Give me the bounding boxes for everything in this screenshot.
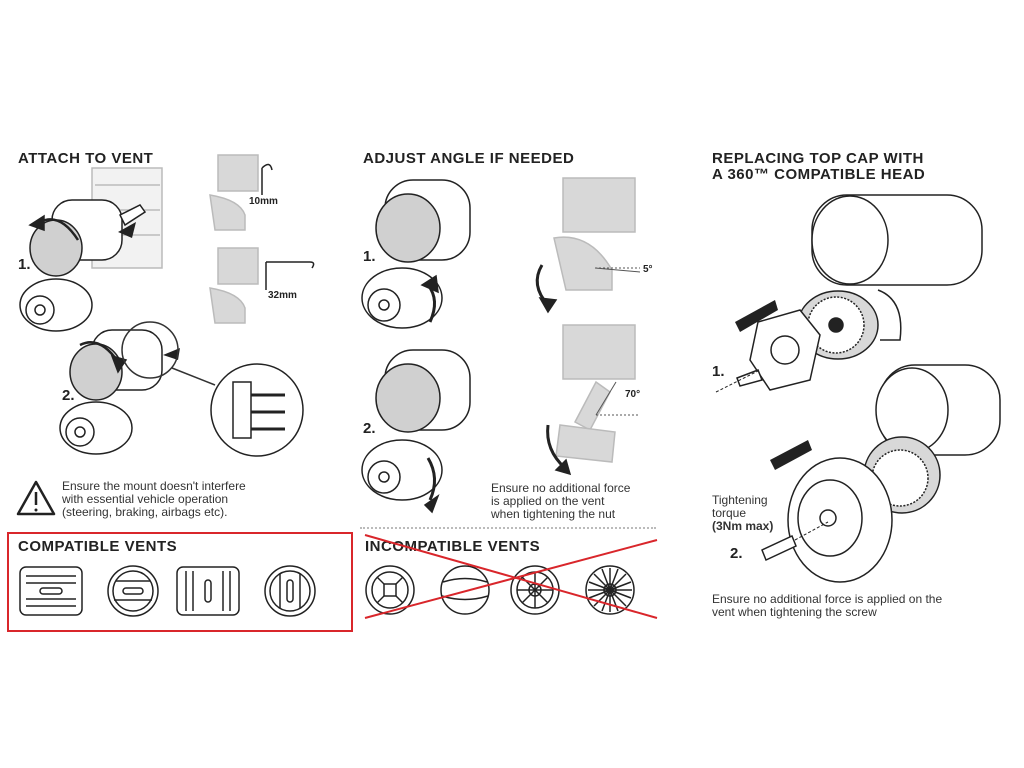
incompatible-vents-icons <box>0 0 1024 768</box>
